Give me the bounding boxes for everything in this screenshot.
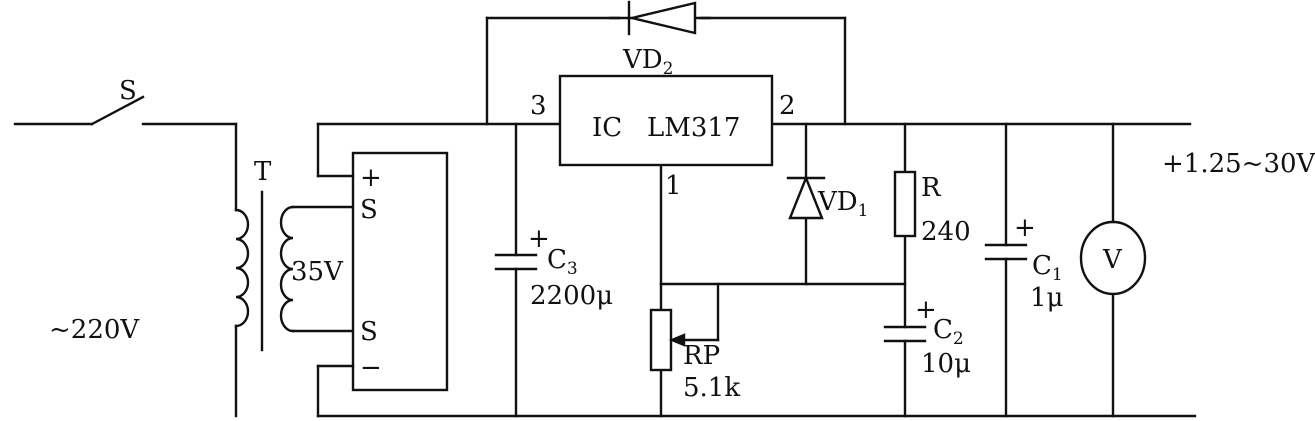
switch-label: S: [119, 76, 137, 106]
rectifier-minus-label: −: [360, 353, 382, 383]
diode-vd2: [608, 0, 712, 36]
resistor-r: [893, 170, 917, 238]
c1-label: C1: [1032, 251, 1063, 285]
mains-voltage-label: ~220V: [49, 315, 140, 345]
vd2-label: VD2: [622, 45, 673, 79]
voltmeter: [1079, 220, 1147, 296]
c1-value-label: 1μ: [1030, 283, 1063, 313]
output-voltage-label: +1.25~30V: [1162, 149, 1315, 179]
pin1-label: 1: [665, 171, 682, 201]
diode-vd1: [786, 174, 826, 220]
ic-label: IC LM317: [592, 113, 740, 143]
rectifier-s-top-label: S: [360, 195, 378, 225]
bridge-rectifier: [316, 151, 449, 392]
capacitor-c3: [494, 253, 538, 271]
potentiometer-rp: [649, 308, 720, 372]
rectifier-s-bottom-label: S: [360, 317, 378, 347]
capacitor-c1: [984, 243, 1028, 261]
rp-value-label: 5.1k: [683, 373, 740, 403]
vd1-label: VD1: [817, 187, 868, 221]
c2-label: C2: [933, 315, 964, 349]
transformer: [234, 190, 355, 352]
capacitor-c2: [883, 325, 927, 343]
pin3-label: 3: [530, 91, 547, 121]
mains-input: [13, 95, 238, 418]
ic-lm317: [558, 74, 774, 167]
c3-value-label: 2200μ: [530, 281, 613, 311]
resistor-name-label: R: [921, 173, 942, 203]
c2-plus-label: +: [915, 295, 937, 325]
c3-label: C3: [547, 245, 578, 279]
secondary-voltage-label: 35V: [291, 257, 344, 287]
voltmeter-label: V: [1102, 245, 1123, 275]
pin2-label: 2: [779, 91, 796, 121]
c1-plus-label: +: [1014, 213, 1036, 243]
rp-name-label: RP: [683, 341, 720, 371]
resistor-value-label: 240: [921, 217, 971, 247]
transformer-label: T: [254, 157, 272, 187]
c3-plus-label: +: [528, 224, 550, 254]
c2-value-label: 10μ: [921, 349, 971, 379]
rectifier-plus-label: +: [360, 163, 382, 193]
